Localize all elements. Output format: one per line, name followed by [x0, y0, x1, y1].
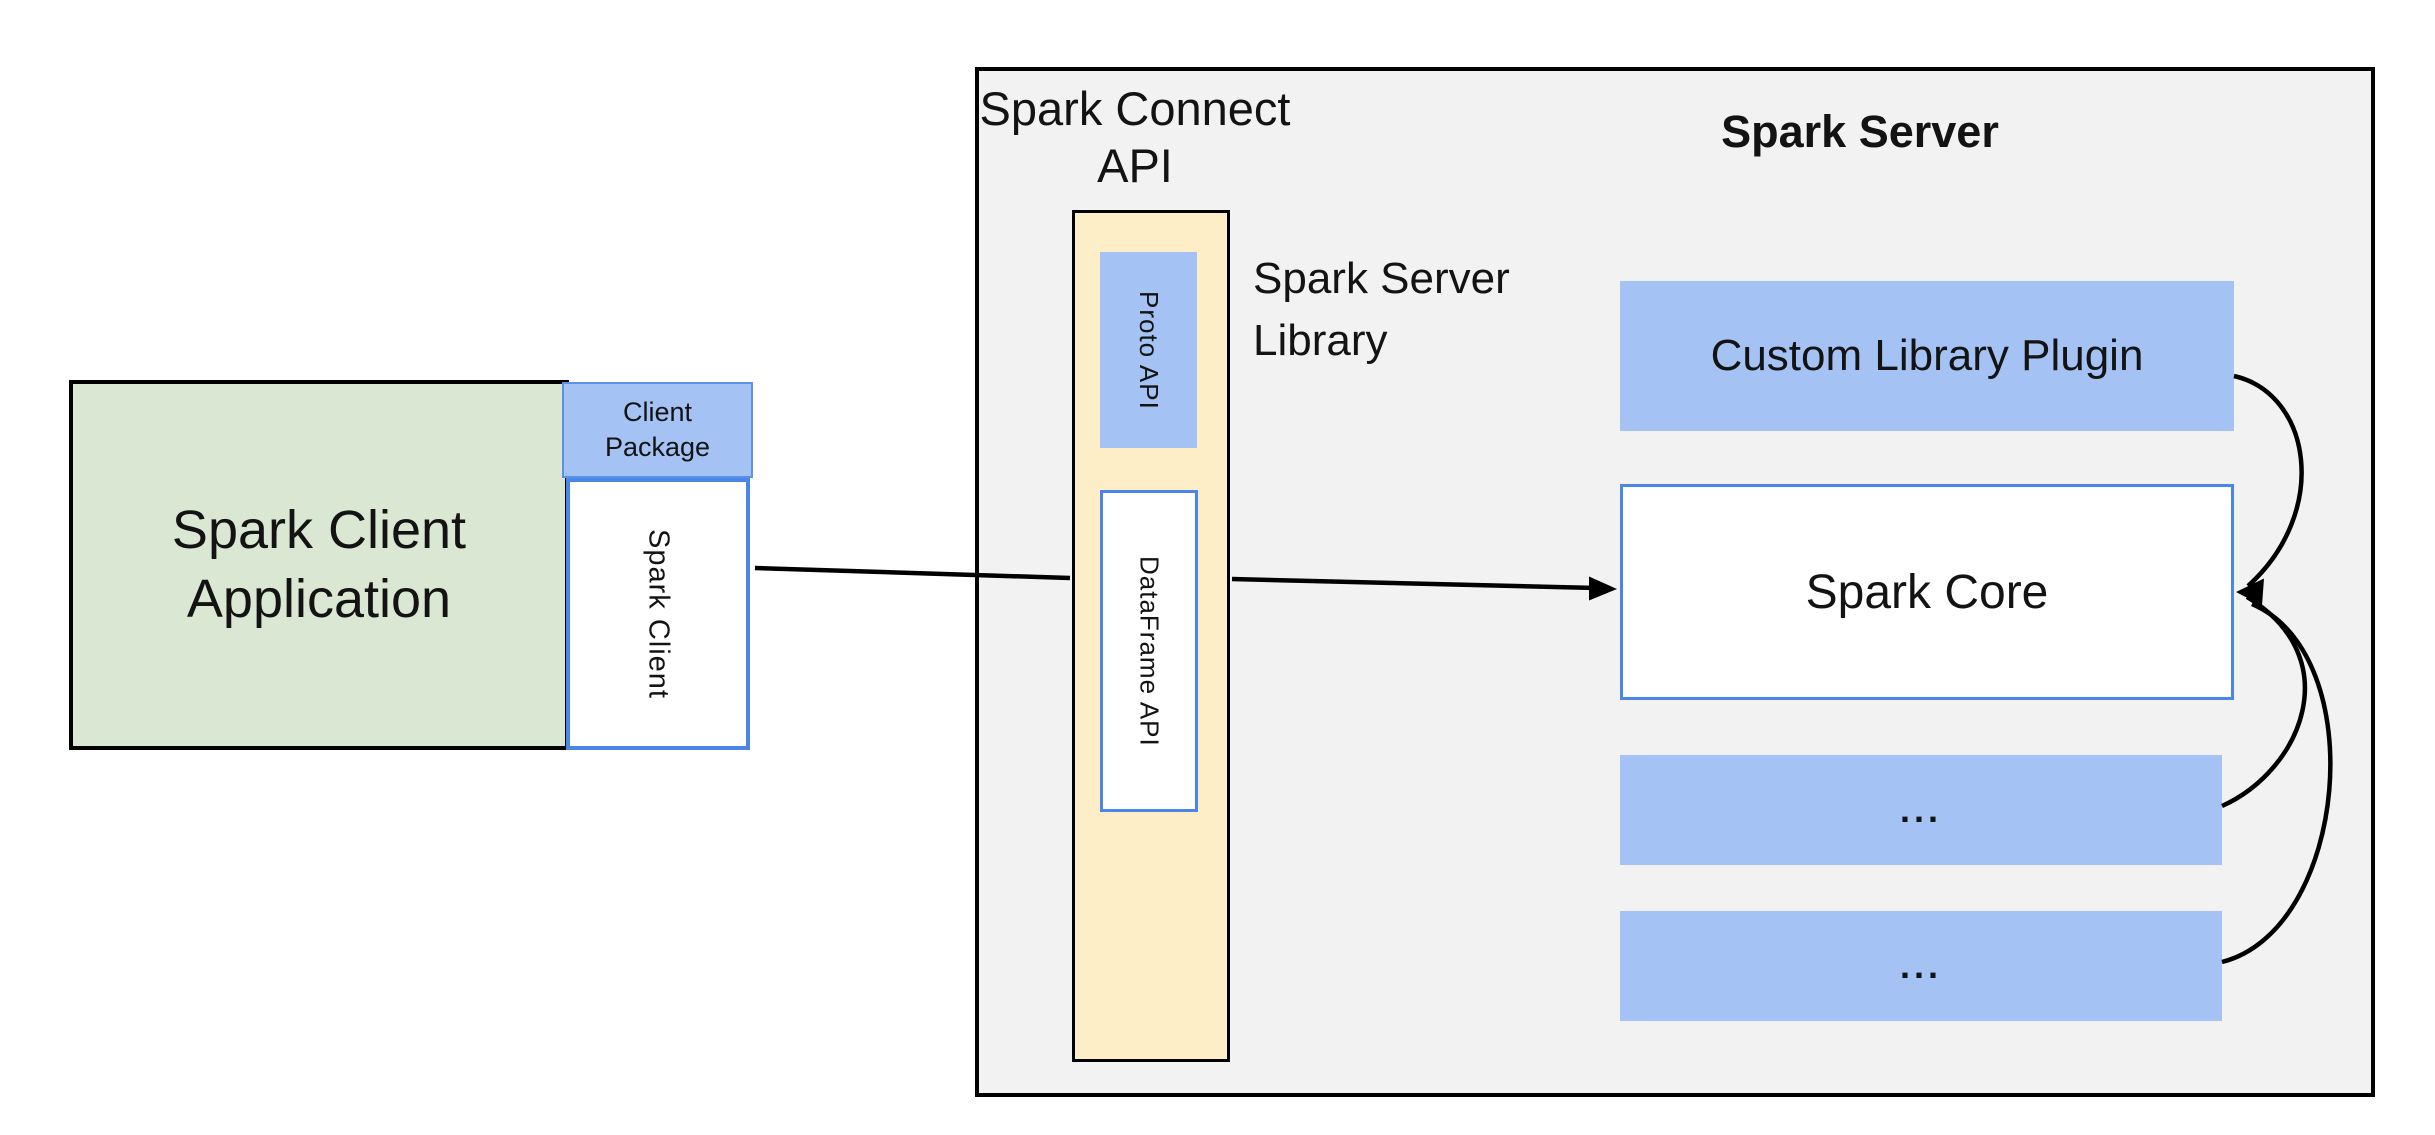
- spark-server-library-label-line2: Library: [1253, 315, 1388, 365]
- custom-library-plugin-box: Custom Library Plugin: [1620, 281, 2234, 431]
- spark-server-library-label-line1: Spark Server: [1253, 254, 1510, 303]
- spark-client-label: Spark Client: [642, 529, 675, 699]
- spark-core-box: Spark Core: [1620, 484, 2234, 700]
- client-package-box: Client Package: [562, 382, 753, 478]
- spark-client-application-box: Spark Client Application: [69, 380, 569, 750]
- spark-server-title: Spark Server: [1700, 105, 2020, 160]
- plugin-placeholder-box-2: ...: [1620, 911, 2222, 1021]
- spark-client-box: Spark Client: [566, 478, 750, 750]
- dataframe-api-label: DataFrame API: [1134, 555, 1165, 747]
- spark-connect-api-title-line1: Spark Connect: [979, 82, 1291, 135]
- dataframe-api-box: DataFrame API: [1100, 490, 1198, 812]
- client-app-label-line1: Spark Client: [171, 499, 467, 560]
- spark-server-title-text: Spark Server: [1721, 106, 1999, 157]
- spark-server-library-label: Spark Server Library: [1253, 248, 1653, 371]
- custom-library-plugin-label: Custom Library Plugin: [1710, 331, 2144, 380]
- plugin-placeholder-box-1: ...: [1620, 755, 2222, 865]
- client-app-label-line2: Application: [186, 569, 452, 629]
- client-package-label-line2: Package: [604, 432, 711, 462]
- plugin-placeholder-1-label: ...: [1899, 789, 1942, 830]
- spark-connect-api-title: Spark Connect API: [975, 80, 1295, 195]
- spark-connect-api-title-line2: API: [1097, 139, 1173, 193]
- proto-api-label: Proto API: [1134, 290, 1164, 410]
- proto-api-box: Proto API: [1100, 252, 1197, 448]
- spark-core-label: Spark Core: [1805, 565, 2049, 619]
- client-package-label-line1: Client: [622, 396, 693, 427]
- plugin-placeholder-2-label: ...: [1899, 945, 1942, 986]
